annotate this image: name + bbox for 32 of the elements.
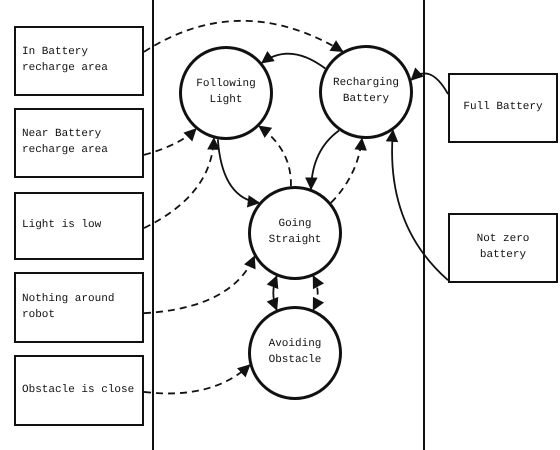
node-label: Near Battery recharge area (22, 127, 109, 158)
arrow (258, 125, 292, 186)
condition-box (14, 272, 144, 343)
arrow (260, 51, 326, 70)
node-label: Following Light (195, 77, 257, 108)
arrow (386, 129, 449, 281)
arrow (144, 137, 220, 229)
arrow (144, 128, 197, 156)
arrow (144, 20, 344, 53)
node-label: Recharging Battery (332, 76, 400, 107)
node-label: In Battery recharge area (22, 45, 109, 76)
arrow (312, 275, 324, 311)
node-label: Nothing around robot (22, 292, 116, 322)
condition-box (14, 108, 144, 178)
node-label: Avoiding Obstacle (268, 337, 322, 368)
node-label: Full Battery (463, 100, 543, 116)
node-label: Not zero battery (476, 232, 530, 263)
node-label: Obstacle is close (22, 382, 134, 398)
condition-box (14, 192, 144, 260)
condition-box (448, 213, 558, 283)
arrow (410, 68, 449, 94)
arrow (266, 275, 279, 311)
arrow (330, 138, 367, 204)
condition-box (448, 73, 558, 143)
node-label: Light is low (22, 218, 102, 234)
condition-box (14, 355, 144, 426)
arrow (305, 130, 340, 190)
node-label: Going Straight (268, 217, 322, 248)
arrow (216, 139, 260, 207)
arrow (144, 255, 256, 314)
arrow (144, 364, 251, 394)
condition-box (14, 26, 144, 96)
